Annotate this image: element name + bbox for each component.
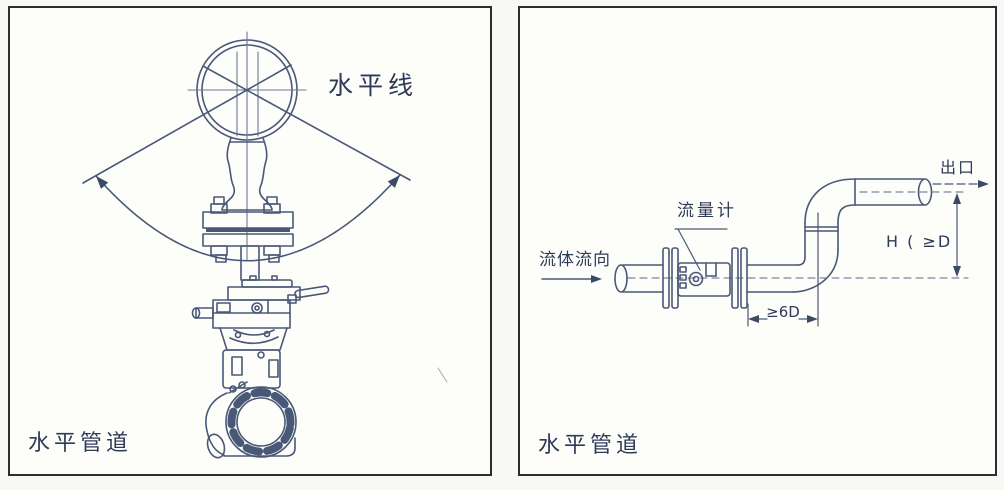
support-stem — [240, 245, 260, 281]
flowmeter-body — [677, 262, 731, 297]
main-pipe — [614, 264, 799, 293]
height-dimension — [953, 193, 961, 277]
converter-assembly — [191, 275, 330, 351]
scan-mark — [437, 367, 448, 383]
arc-arrowhead-left — [96, 176, 109, 189]
rotation-arc — [95, 174, 401, 262]
rotation-range-drawing — [82, 31, 448, 459]
horizontal-line-label: 水平线 — [328, 71, 419, 100]
clamp-ring-segments — [227, 388, 295, 456]
arc-arrowhead-right — [387, 175, 400, 188]
flow-direction-label: 流体流向 — [539, 250, 611, 270]
straight-run-dimension-label: ≥6D — [766, 303, 800, 321]
panel-caption: 水平管道 — [28, 431, 133, 456]
straight-run-dimension — [747, 212, 819, 327]
swing-limit-line-right — [202, 65, 411, 181]
mounting-flange — [202, 196, 294, 263]
flowmeter-leader — [674, 228, 728, 271]
pipe-centerlines — [627, 191, 969, 279]
height-dimension-label: H ( ≥D — [886, 232, 953, 251]
meter-display-head — [82, 31, 411, 261]
riser-and-outlet-pipe — [792, 178, 933, 293]
flowmeter-label: 流量计 — [677, 201, 737, 221]
panel-rotation-range: 水平线 水平管道 — [8, 6, 492, 476]
meter-body — [205, 349, 297, 459]
panel-caption: 水平管道 — [538, 433, 643, 458]
flow-direction-arrow — [541, 275, 602, 283]
pipe-inlet-end — [614, 264, 628, 293]
outlet-label: 出口 — [940, 158, 977, 177]
pipe-stub — [206, 433, 226, 459]
panel-installation: 流体流向 流量计 出口 H ( ≥D ≥6D 水平管道 — [518, 6, 997, 476]
outlet-arrow — [932, 180, 989, 188]
installation-drawing — [541, 178, 989, 327]
swing-limit-line-left — [82, 64, 292, 184]
